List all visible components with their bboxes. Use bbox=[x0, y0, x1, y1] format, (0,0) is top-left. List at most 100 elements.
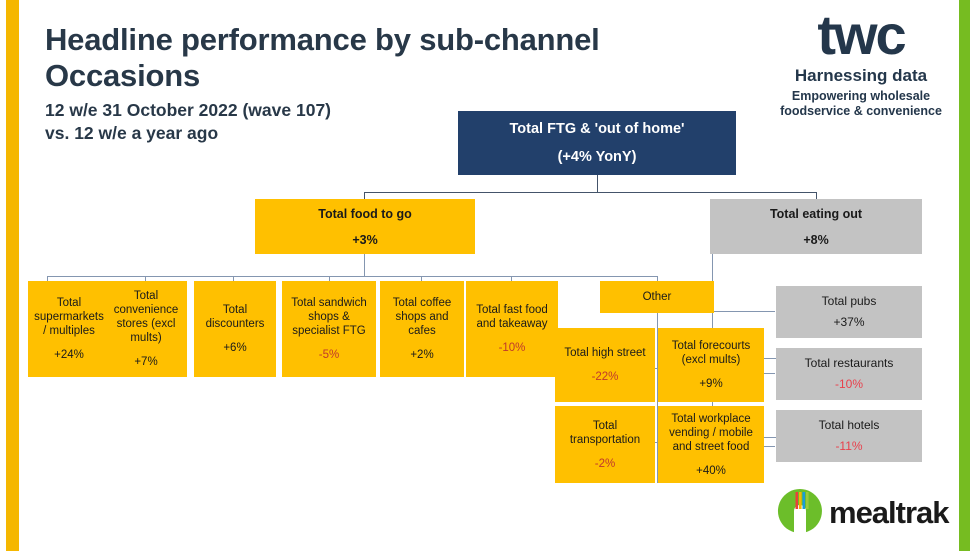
node-value: +8% bbox=[803, 232, 829, 247]
title-block: Headline performance by sub-channel Occa… bbox=[45, 22, 735, 145]
node-label-line3: cafes bbox=[408, 325, 436, 337]
twc-tagline-secondary: Empowering wholesale foodservice & conve… bbox=[775, 89, 947, 119]
node-value: -10% bbox=[498, 342, 526, 354]
connector-workplace-right bbox=[764, 437, 776, 438]
node-value: +9% bbox=[699, 378, 723, 390]
connector-forecourts-right bbox=[764, 358, 776, 359]
connector-ftg-to-supermarkets bbox=[47, 276, 48, 282]
node-total-hotels[interactable]: Total hotels -11% bbox=[776, 410, 922, 462]
node-total-discounters[interactable]: Total discounters +6% bbox=[194, 281, 276, 377]
node-label-line2: supermarkets bbox=[34, 311, 104, 323]
node-label-line1: Total workplace bbox=[671, 412, 751, 425]
node-total-fast-food-takeaway[interactable]: Total fast food and takeaway -10% bbox=[466, 281, 558, 377]
node-total-convenience-stores[interactable]: Total convenience stores (excl mults) +7… bbox=[105, 281, 187, 377]
node-label-line1: Total bbox=[133, 290, 159, 302]
node-label-line4: mults) bbox=[130, 332, 162, 344]
connector-ftg-bus bbox=[47, 276, 657, 277]
node-label-line1: Total bbox=[56, 297, 82, 309]
node-total-pubs[interactable]: Total pubs +37% bbox=[776, 286, 922, 338]
node-label: Total hotels bbox=[818, 418, 880, 432]
node-label-line1: Total coffee bbox=[392, 297, 452, 309]
page-title-line1: Headline performance by sub-channel bbox=[45, 22, 600, 57]
node-label-line2: transportation bbox=[569, 433, 641, 446]
node-label-line1: Total sandwich bbox=[291, 297, 367, 309]
connector-ftg-to-sandwich bbox=[329, 276, 330, 282]
node-value: +3% bbox=[352, 232, 378, 247]
twc-tagline-secondary-line1: Empowering wholesale bbox=[791, 89, 931, 103]
node-value: -5% bbox=[318, 349, 340, 361]
node-label-line3: stores (excl bbox=[116, 318, 176, 330]
node-total-forecourts[interactable]: Total forecourts (excl mults) +9% bbox=[658, 328, 764, 402]
mealtrak-wordmark: mealtrak bbox=[829, 495, 950, 530]
node-total-sandwich-shops[interactable]: Total sandwich shops & specialist FTG -5… bbox=[282, 281, 376, 377]
node-total-transportation[interactable]: Total transportation -2% bbox=[555, 406, 655, 483]
connector-ftg-to-discounters bbox=[233, 276, 234, 282]
node-total-workplace-vending[interactable]: Total workplace vending / mobile and str… bbox=[658, 406, 764, 483]
left-accent-stripe bbox=[6, 0, 19, 551]
node-label-line1: Total bbox=[592, 419, 618, 432]
node-label-line2: shops & bbox=[308, 311, 350, 323]
connector-other-spine bbox=[657, 313, 658, 483]
node-value: +7% bbox=[134, 356, 158, 368]
node-total-ftg-out-of-home[interactable]: Total FTG & 'out of home' (+4% YonY) bbox=[458, 111, 736, 175]
fork-in-green-circle-icon bbox=[775, 486, 825, 541]
node-label-line2: shops and bbox=[395, 311, 449, 323]
node-label-line3: and street food bbox=[672, 440, 750, 453]
node-total-eating-out[interactable]: Total eating out +8% bbox=[710, 199, 922, 254]
node-label-line2: discounters bbox=[205, 318, 265, 330]
connector-root-to-eatingout bbox=[816, 192, 817, 200]
page-subtitle-line1: 12 w/e 31 October 2022 (wave 107) bbox=[45, 100, 331, 120]
node-label-line1: Total forecourts bbox=[671, 340, 751, 352]
node-label: Total food to go bbox=[318, 206, 412, 221]
node-label-line3: specialist FTG bbox=[292, 325, 366, 337]
node-value: -11% bbox=[835, 439, 863, 453]
node-value: (+4% YonY) bbox=[557, 148, 637, 165]
connector-ftg-stem bbox=[364, 254, 365, 276]
node-label-line1: Total fast food bbox=[476, 304, 548, 316]
connector-root-to-ftg bbox=[364, 192, 365, 200]
twc-tagline-primary: Harnessing data bbox=[794, 66, 928, 85]
page-title-line2: Occasions bbox=[45, 58, 201, 93]
connector-root-stem bbox=[597, 175, 598, 193]
node-value: +24% bbox=[54, 349, 84, 361]
node-label-line2: convenience bbox=[113, 304, 179, 316]
node-label: Total pubs bbox=[821, 294, 877, 308]
node-label-line2: and takeaway bbox=[476, 318, 548, 330]
node-value: +37% bbox=[833, 315, 865, 329]
connector-root-bus bbox=[364, 192, 816, 193]
node-total-supermarkets-multiples[interactable]: Total supermarkets / multiples +24% bbox=[28, 281, 110, 377]
twc-wordmark: twc bbox=[817, 3, 906, 66]
node-total-food-to-go[interactable]: Total food to go +3% bbox=[255, 199, 475, 254]
twc-tagline-secondary-line2: foodservice & convenience bbox=[780, 104, 942, 118]
connector-eatingout-to-pubs bbox=[712, 311, 775, 312]
connector-ftg-to-other bbox=[657, 276, 658, 282]
right-accent-stripe bbox=[959, 0, 970, 551]
node-other[interactable]: Other bbox=[600, 281, 714, 313]
node-value: -10% bbox=[834, 377, 863, 391]
connector-ftg-to-convenience bbox=[145, 276, 146, 282]
connector-ftg-to-fastfood bbox=[511, 276, 512, 282]
node-value: +40% bbox=[696, 464, 726, 477]
node-label: Total eating out bbox=[769, 206, 863, 221]
node-total-restaurants[interactable]: Total restaurants -10% bbox=[776, 348, 922, 400]
node-label-line2: vending / mobile bbox=[669, 426, 753, 439]
node-label-line3: / multiples bbox=[43, 325, 95, 337]
node-total-high-street[interactable]: Total high street -22% bbox=[555, 328, 655, 402]
page-subtitle-line2: vs. 12 w/e a year ago bbox=[45, 123, 219, 143]
node-label-line2: (excl mults) bbox=[681, 354, 741, 366]
node-label: Total FTG & 'out of home' bbox=[509, 120, 685, 137]
mealtrak-logo: mealtrak bbox=[775, 487, 955, 539]
page-subtitle: 12 w/e 31 October 2022 (wave 107) vs. 12… bbox=[45, 99, 735, 145]
node-label-line1: Total bbox=[222, 304, 248, 316]
node-value: -2% bbox=[594, 457, 616, 470]
node-label: Total high street bbox=[564, 347, 646, 359]
page-title: Headline performance by sub-channel Occa… bbox=[45, 22, 735, 94]
connector-ftg-to-coffee bbox=[421, 276, 422, 282]
node-total-coffee-shops-cafes[interactable]: Total coffee shops and cafes +2% bbox=[380, 281, 464, 377]
node-value: -22% bbox=[591, 371, 619, 383]
node-value: +2% bbox=[410, 349, 434, 361]
node-label: Other bbox=[642, 291, 672, 303]
node-label: Total restaurants bbox=[804, 356, 894, 370]
node-value: +6% bbox=[223, 342, 247, 354]
